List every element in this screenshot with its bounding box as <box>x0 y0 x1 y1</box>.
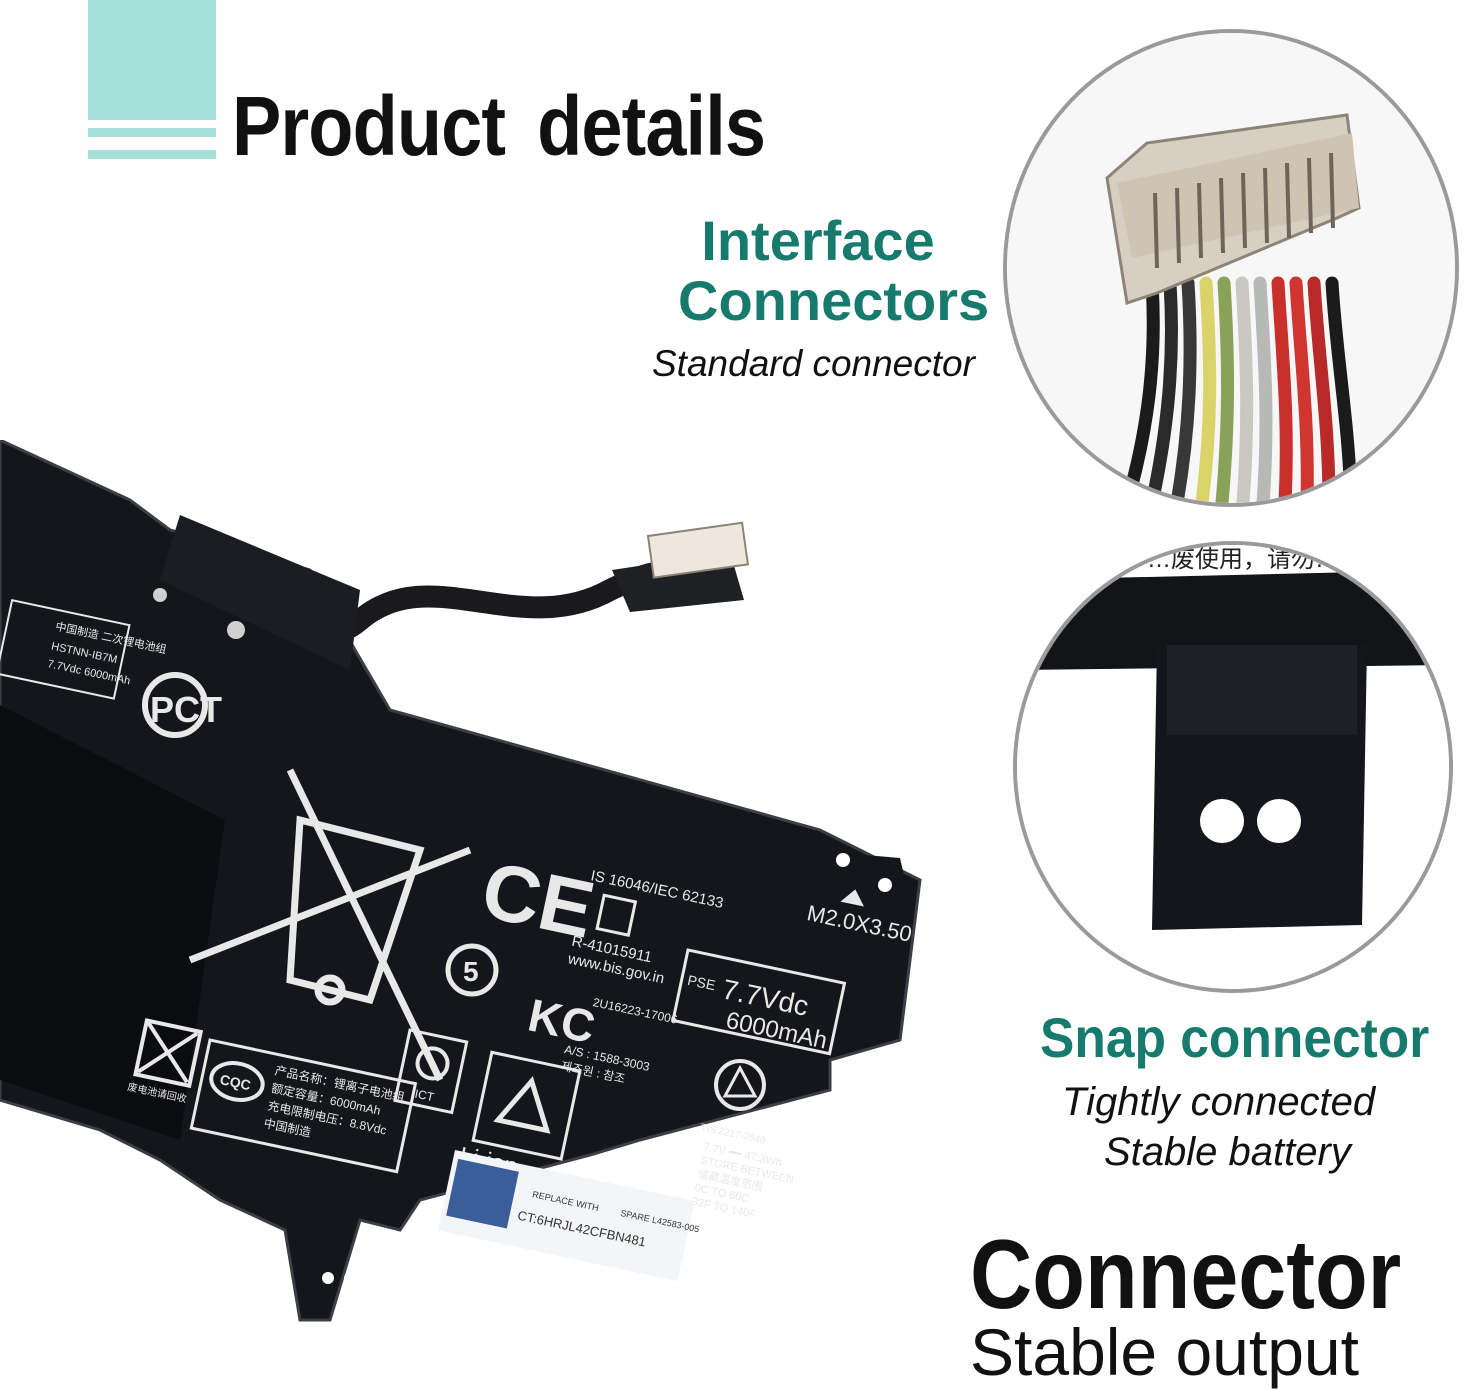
connector-heading: Connector <box>970 1219 1402 1329</box>
snap-heading: Snap connector <box>1040 1006 1430 1069</box>
accent-line <box>88 128 216 137</box>
pct-mark: PCT <box>150 689 222 730</box>
snap-line1: Tightly connected <box>1062 1080 1376 1124</box>
ict-mark: ICT <box>413 1087 435 1105</box>
snap-top-text: …废使用，请勿… <box>1147 546 1339 573</box>
accent-block <box>88 0 216 120</box>
accent-line <box>88 150 216 159</box>
cqc-mark: CQC <box>218 1071 252 1093</box>
battery-image: CE PCT 中国制造 二次锂电池组 HSTNN-IB7M 7.7Vdc 600… <box>0 440 922 1322</box>
pse-mark: PSE <box>686 972 717 993</box>
interface-heading-line2: Connectors <box>678 269 990 332</box>
interface-heading-line1: Interface <box>701 209 935 272</box>
snap-closeup-image: …废使用，请勿… <box>1013 541 1453 993</box>
page-title: Product details <box>232 79 766 173</box>
connector-subtitle: Stable output <box>970 1315 1359 1389</box>
connector-closeup-image <box>1003 29 1459 507</box>
snap-closeup-illustration: …废使用，请勿… <box>1017 545 1449 989</box>
svg-text:5: 5 <box>463 956 479 987</box>
connector-closeup-illustration <box>1007 33 1455 503</box>
interface-subtitle: Standard connector <box>652 343 975 384</box>
snap-line2: Stable battery <box>1104 1130 1351 1174</box>
